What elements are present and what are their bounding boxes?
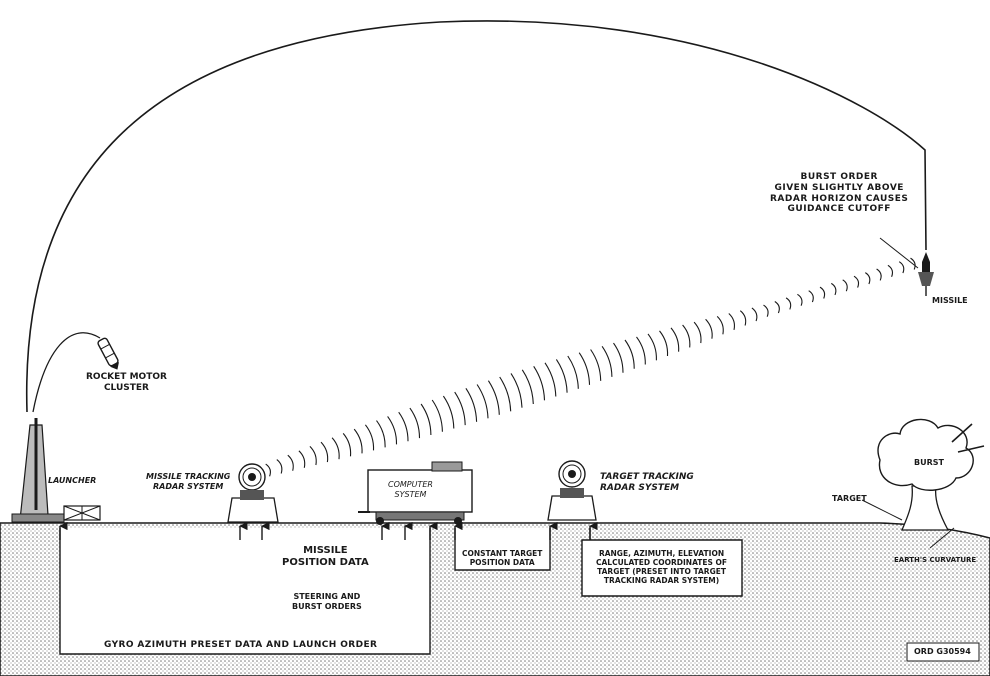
- radar-wave-arc: [420, 403, 432, 436]
- radar-wave-arc: [601, 345, 613, 377]
- radar-wave-arc: [728, 313, 736, 331]
- radar-wave-arc: [342, 433, 352, 457]
- radar-wave-arc: [510, 373, 523, 408]
- missile-tracking-radar-label: MISSILE TRACKING RADAR SYSTEM: [146, 472, 231, 491]
- radar-wave-arc: [265, 463, 271, 477]
- figure-id-frame: [906, 642, 980, 662]
- radar-wave-arc: [819, 286, 826, 299]
- radar-wave-arc: [431, 399, 443, 432]
- radar-wave-arc: [287, 454, 294, 471]
- target-tracking-radar-icon: [547, 460, 597, 521]
- radar-wave-arc: [910, 257, 916, 270]
- radar-wave-arc: [331, 437, 340, 460]
- radar-wave-arc: [276, 459, 283, 474]
- range-azimuth-box: [581, 539, 743, 597]
- earths-curvature-pointer: [929, 527, 955, 549]
- radar-wave-arc: [442, 395, 455, 429]
- radar-wave-arc: [659, 330, 669, 357]
- figure-id: ORD G30594: [914, 647, 971, 656]
- steering-burst-text: STEERING AND BURST ORDERS: [292, 592, 362, 611]
- earths-curvature-label: EARTH'S CURVATURE: [894, 556, 977, 564]
- target-pointer: [861, 499, 903, 521]
- radar-wave-arc: [624, 339, 635, 369]
- radar-wave-arc: [387, 416, 398, 445]
- radar-wave-arc: [376, 420, 386, 448]
- rocket-motor-cluster: [97, 337, 119, 370]
- burst-order-pointer: [879, 237, 919, 269]
- radar-wave-arc: [409, 407, 421, 439]
- radar-wave-arc: [853, 275, 860, 288]
- gyro-azimuth-box: [59, 528, 431, 655]
- radar-wave-arc: [320, 441, 329, 463]
- constant-target-box: [454, 528, 551, 571]
- launcher-label: LAUNCHER: [48, 476, 97, 485]
- radar-wave-arc: [398, 411, 409, 442]
- radar-wave-arc: [499, 376, 512, 412]
- radar-wave-arc: [887, 264, 894, 278]
- missile-position-text: MISSILE POSITION DATA: [282, 545, 369, 568]
- target-tracking-radar-label: TARGET TRACKING RADAR SYSTEM: [600, 472, 694, 493]
- radar-wave-arc: [830, 282, 837, 296]
- radar-wave-arc: [454, 391, 466, 426]
- radar-wave-arc: [693, 321, 702, 344]
- radar-wave-arc: [578, 352, 591, 385]
- radar-wave-arc: [298, 450, 306, 468]
- radar-wave-arc: [613, 342, 624, 373]
- radar-wave-arc: [716, 316, 724, 335]
- radar-wave-arc: [590, 349, 602, 381]
- radar-wave-arc: [670, 327, 680, 352]
- gyro-azimuth-text: GYRO AZIMUTH PRESET DATA AND LAUNCH ORDE…: [104, 640, 378, 650]
- radar-wave-arc: [898, 261, 905, 274]
- missile-label: MISSILE: [932, 296, 968, 305]
- range-azimuth-text: RANGE, AZIMUTH, ELEVATION CALCULATED COO…: [596, 549, 728, 585]
- radar-wave-arc: [476, 384, 489, 419]
- computer-system-label: COMPUTER SYSTEM: [388, 480, 433, 499]
- radar-wave-arc: [465, 387, 478, 422]
- radar-wave-arc: [353, 428, 363, 454]
- radar-wave-arc: [533, 365, 546, 401]
- rocket-motor-label: ROCKET MOTOR CLUSTER: [86, 372, 167, 393]
- radar-wave-arc: [705, 318, 713, 339]
- burst-label: BURST: [914, 458, 944, 467]
- radar-beam-waves: [265, 257, 916, 477]
- radar-wave-arc: [797, 293, 803, 306]
- target-label: TARGET: [832, 494, 867, 503]
- burst-cloud-icon: [877, 418, 985, 531]
- radar-wave-arc: [567, 355, 579, 389]
- radar-wave-arc: [487, 380, 500, 415]
- missile-trajectory: [25, 20, 927, 413]
- radar-wave-arc: [774, 301, 780, 314]
- radar-wave-arc: [309, 446, 317, 466]
- radar-wave-arc: [682, 324, 691, 348]
- radar-wave-arc: [364, 424, 375, 451]
- radar-wave-arc: [739, 310, 747, 326]
- launcher-icon: [11, 418, 101, 523]
- burst-order-label: BURST ORDER GIVEN SLIGHTLY ABOVE RADAR H…: [770, 172, 909, 215]
- radar-wave-arc: [636, 336, 646, 365]
- radar-wave-arc: [864, 272, 871, 285]
- computer-system-icon: [358, 461, 473, 525]
- radar-wave-arc: [785, 297, 792, 310]
- radar-wave-arc: [876, 268, 882, 281]
- constant-target-text: CONSTANT TARGET POSITION DATA: [462, 549, 543, 567]
- radar-wave-arc: [808, 290, 814, 303]
- radar-wave-arc: [521, 369, 534, 405]
- radar-wave-arc: [763, 304, 769, 317]
- data-box-frames: [59, 528, 743, 655]
- radar-wave-arc: [842, 279, 848, 292]
- radar-wave-arc: [647, 333, 657, 361]
- missile-icon: [918, 252, 934, 296]
- radar-wave-arc: [751, 307, 758, 322]
- missile-tracking-radar-icon: [227, 463, 279, 523]
- radar-wave-arc: [544, 362, 557, 397]
- radar-wave-arc: [555, 359, 568, 393]
- booster-trajectory: [32, 332, 101, 413]
